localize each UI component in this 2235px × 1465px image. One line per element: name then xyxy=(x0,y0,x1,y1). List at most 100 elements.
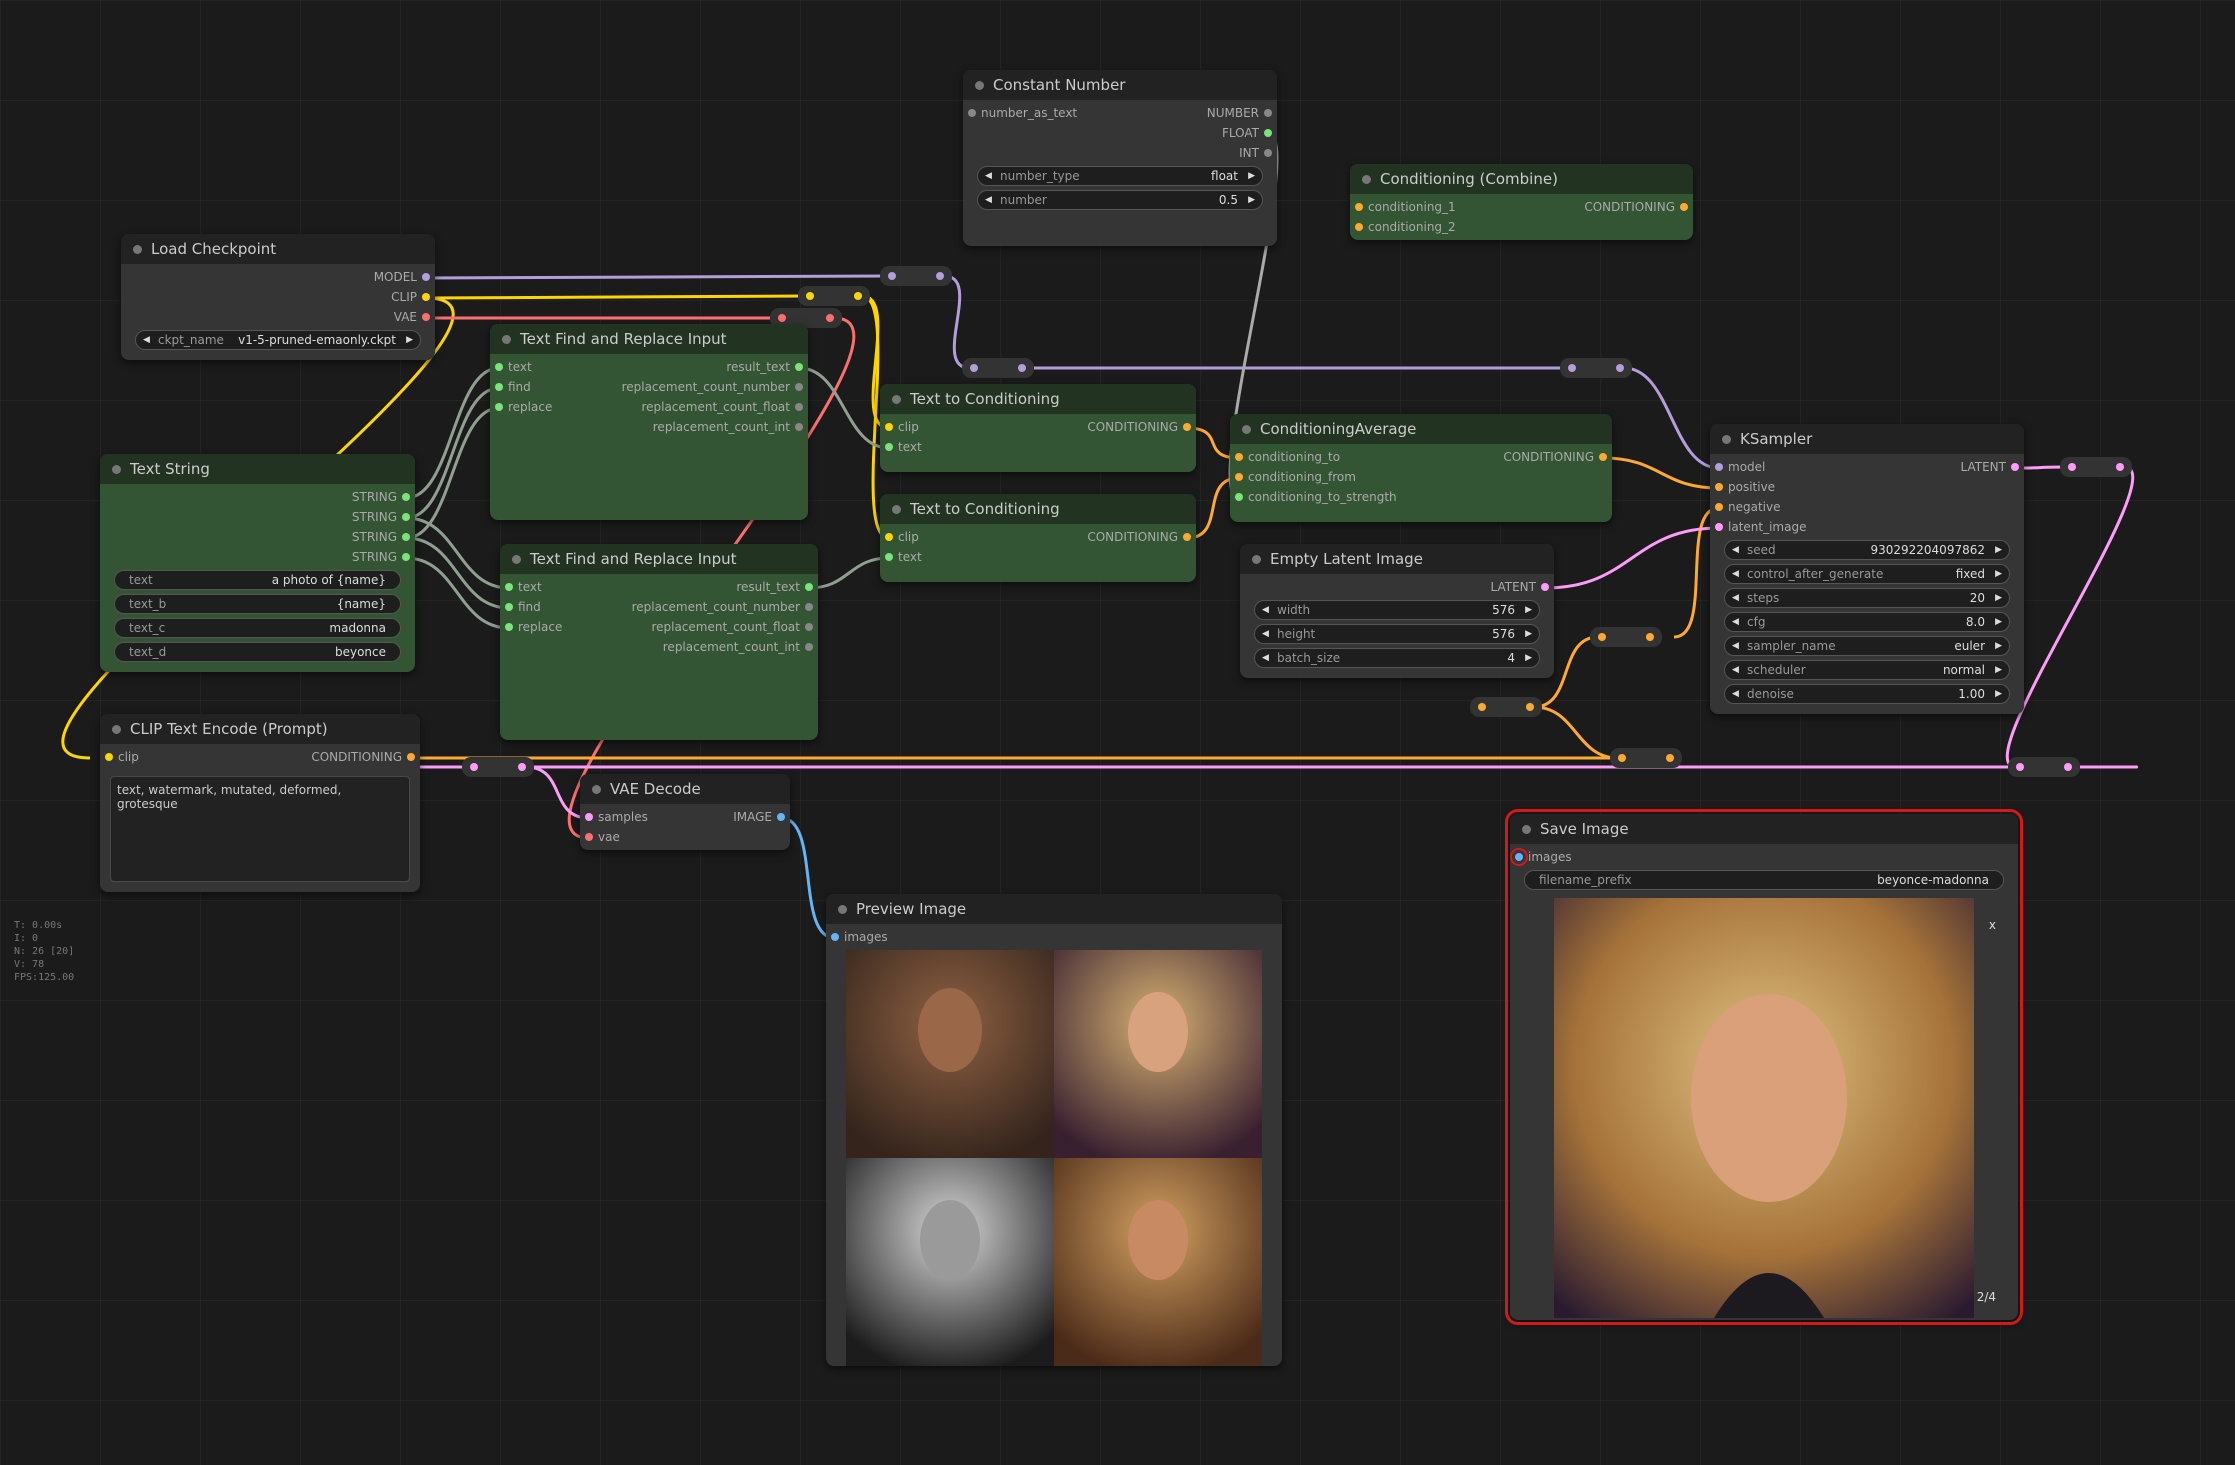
node-text-to-conditioning-1[interactable]: Text to Conditioning clip text CONDITION… xyxy=(880,384,1196,472)
reroute-model-3[interactable] xyxy=(1560,358,1632,378)
node-title[interactable]: ConditioningAverage xyxy=(1230,414,1612,444)
output-replacement-count-number[interactable]: replacement_count_number xyxy=(622,378,803,396)
node-title[interactable]: Conditioning (Combine) xyxy=(1350,164,1693,194)
input-conditioning-2[interactable]: conditioning_2 xyxy=(1355,218,1456,236)
node-title[interactable]: Preview Image xyxy=(826,894,1282,924)
input-latent-image[interactable]: latent_image xyxy=(1715,518,1806,536)
input-clip[interactable]: clip xyxy=(105,748,139,766)
widget-text-b[interactable]: text_b{name} xyxy=(114,594,401,614)
input-number-as-text[interactable]: number_as_text xyxy=(968,104,1077,122)
node-title[interactable]: Save Image xyxy=(1510,814,2018,844)
input-negative[interactable]: negative xyxy=(1715,498,1780,516)
reroute-conditioning-3[interactable] xyxy=(1610,748,1682,768)
output-latent[interactable]: LATENT xyxy=(1491,578,1549,596)
input-text[interactable]: text xyxy=(505,578,542,596)
input-clip[interactable]: clip xyxy=(885,418,919,436)
node-vae-decode[interactable]: VAE Decode samples vae IMAGE xyxy=(580,774,790,850)
node-clip-text-encode[interactable]: CLIP Text Encode (Prompt) clip CONDITION… xyxy=(100,714,420,892)
reroute-latent[interactable] xyxy=(2060,457,2132,477)
reroute-model[interactable] xyxy=(880,266,952,286)
output-replacement-count-int[interactable]: replacement_count_int xyxy=(653,418,803,436)
output-model[interactable]: MODEL xyxy=(374,268,430,286)
output-result-text[interactable]: result_text xyxy=(736,578,813,596)
output-string-4[interactable]: STRING xyxy=(352,548,410,566)
node-title[interactable]: Text Find and Replace Input xyxy=(490,324,808,354)
reroute-model-2[interactable] xyxy=(962,358,1034,378)
input-text[interactable]: text xyxy=(885,438,922,456)
output-latent[interactable]: LATENT xyxy=(1961,458,2019,476)
output-image[interactable]: IMAGE xyxy=(733,808,785,826)
prompt-textarea[interactable]: text, watermark, mutated, deformed, grot… xyxy=(110,776,410,882)
input-conditioning-to[interactable]: conditioning_to xyxy=(1235,448,1340,466)
input-conditioning-from[interactable]: conditioning_from xyxy=(1235,468,1356,486)
node-title[interactable]: KSampler xyxy=(1710,424,2024,454)
input-replace[interactable]: replace xyxy=(505,618,562,636)
node-title[interactable]: Constant Number xyxy=(963,70,1277,100)
input-samples[interactable]: samples xyxy=(585,808,648,826)
output-conditioning[interactable]: CONDITIONING xyxy=(1087,418,1191,436)
reroute-clip[interactable] xyxy=(798,286,870,306)
output-conditioning[interactable]: CONDITIONING xyxy=(1584,198,1688,216)
node-text-to-conditioning-2[interactable]: Text to Conditioning clip text CONDITION… xyxy=(880,494,1196,582)
input-clip[interactable]: clip xyxy=(885,528,919,546)
output-int[interactable]: INT xyxy=(1239,144,1272,162)
output-string-3[interactable]: STRING xyxy=(352,528,410,546)
output-float[interactable]: FLOAT xyxy=(1222,124,1272,142)
input-find[interactable]: find xyxy=(505,598,541,616)
node-title[interactable]: Text Find and Replace Input xyxy=(500,544,818,574)
preview-image-grid[interactable] xyxy=(846,950,1262,1366)
output-conditioning[interactable]: CONDITIONING xyxy=(1087,528,1191,546)
node-text-string[interactable]: Text String STRING STRING STRING STRING … xyxy=(100,454,415,672)
output-result-text[interactable]: result_text xyxy=(726,358,803,376)
node-conditioning-average[interactable]: ConditioningAverage conditioning_to cond… xyxy=(1230,414,1612,522)
input-images[interactable]: images xyxy=(831,928,888,946)
reroute-latent-2[interactable] xyxy=(462,757,534,777)
output-replacement-count-float[interactable]: replacement_count_float xyxy=(641,398,803,416)
reroute-vae[interactable] xyxy=(770,308,842,328)
input-positive[interactable]: positive xyxy=(1715,478,1775,496)
node-text-find-replace-2[interactable]: Text Find and Replace Input text find re… xyxy=(500,544,818,740)
output-conditioning[interactable]: CONDITIONING xyxy=(1503,448,1607,466)
node-conditioning-combine[interactable]: Conditioning (Combine) conditioning_1 co… xyxy=(1350,164,1693,240)
input-model[interactable]: model xyxy=(1715,458,1765,476)
output-vae[interactable]: VAE xyxy=(394,308,430,326)
node-title[interactable]: VAE Decode xyxy=(580,774,790,804)
node-title[interactable]: Text String xyxy=(100,454,415,484)
output-clip[interactable]: CLIP xyxy=(391,288,430,306)
node-load-checkpoint[interactable]: Load Checkpoint MODEL CLIP VAE ◀ckpt_nam… xyxy=(121,234,435,360)
node-ksampler[interactable]: KSampler model positive negative latent_… xyxy=(1710,424,2024,714)
output-number[interactable]: NUMBER xyxy=(1207,104,1272,122)
node-title[interactable]: Text to Conditioning xyxy=(880,494,1196,524)
output-conditioning[interactable]: CONDITIONING xyxy=(311,748,415,766)
reroute-conditioning[interactable] xyxy=(1590,627,1662,647)
output-string-2[interactable]: STRING xyxy=(352,508,410,526)
output-replacement-count-float[interactable]: replacement_count_float xyxy=(651,618,813,636)
output-replacement-count-number[interactable]: replacement_count_number xyxy=(632,598,813,616)
output-replacement-count-int[interactable]: replacement_count_int xyxy=(663,638,813,656)
input-vae[interactable]: vae xyxy=(585,828,620,846)
input-find[interactable]: find xyxy=(495,378,531,396)
node-title[interactable]: Empty Latent Image xyxy=(1240,544,1554,574)
saved-image-display[interactable] xyxy=(1554,898,1974,1318)
input-images[interactable]: images xyxy=(1515,848,1572,866)
node-title[interactable]: Text to Conditioning xyxy=(880,384,1196,414)
input-conditioning-1[interactable]: conditioning_1 xyxy=(1355,198,1456,216)
input-replace[interactable]: replace xyxy=(495,398,552,416)
node-preview-image[interactable]: Preview Image images xyxy=(826,894,1282,1366)
node-constant-number[interactable]: Constant Number number_as_text NUMBER FL… xyxy=(963,70,1277,246)
node-text-find-replace-1[interactable]: Text Find and Replace Input text find re… xyxy=(490,324,808,520)
